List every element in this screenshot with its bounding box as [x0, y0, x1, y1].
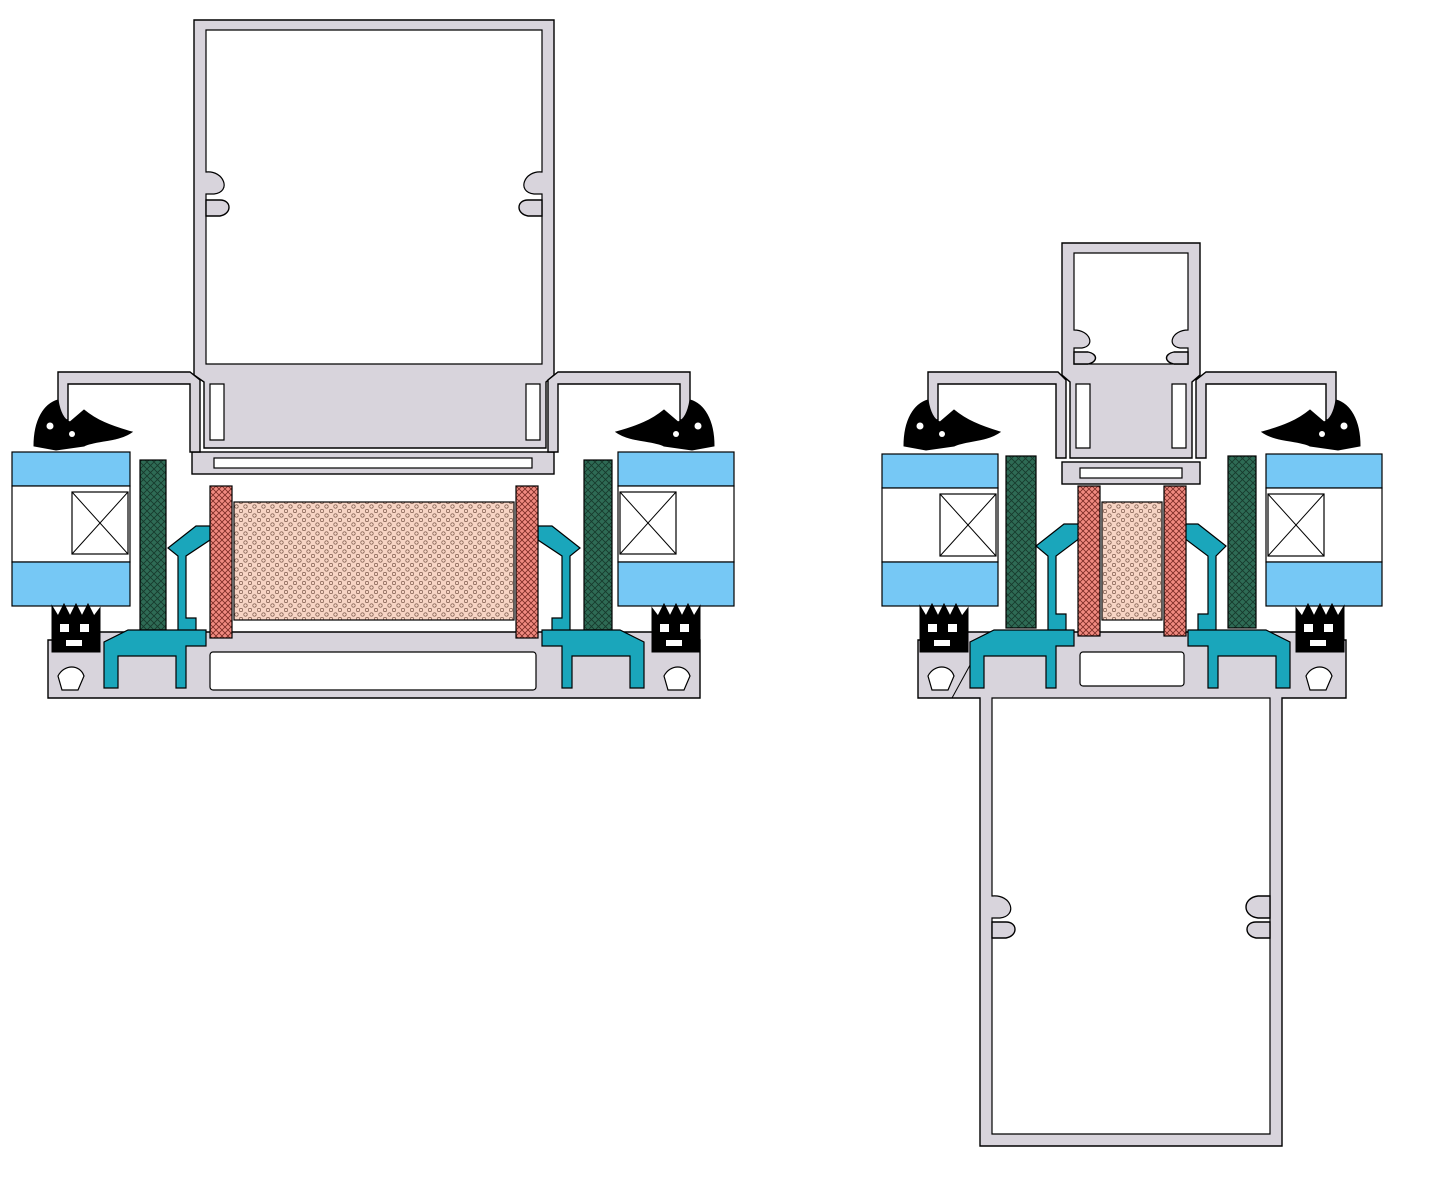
thermal-break-icon: [1183, 523, 1291, 689]
right-spacer-bar: [1227, 455, 1257, 629]
right-spacer-bar: [1005, 455, 1037, 629]
gasket-icon: [51, 602, 101, 653]
left-spacer-bar: [583, 459, 613, 631]
gasket-icon: [1295, 602, 1345, 653]
gasket-icon: [651, 602, 701, 653]
right-section: [881, 242, 1383, 1147]
right-polyamide-strip: [1163, 485, 1187, 637]
thermal-break-icon: [537, 525, 645, 689]
insulating-glass-icon: [881, 453, 999, 607]
right-polyamide-strip: [1077, 485, 1101, 637]
insulating-glass-icon: [1265, 453, 1383, 607]
left-spacer-bar: [139, 459, 167, 631]
insulating-glass-icon: [617, 451, 735, 607]
thermal-break-icon: [969, 523, 1081, 689]
gasket-icon: [903, 399, 1002, 451]
left-polyamide-strip: [515, 485, 539, 639]
left-section: [11, 19, 735, 699]
left-base-profile: [47, 451, 701, 699]
left-polyamide-strip: [209, 485, 233, 639]
right-mullion-tube: [1061, 242, 1201, 459]
left-mullion-tube: [193, 19, 555, 449]
gasket-icon: [1260, 399, 1361, 451]
insulating-glass-icon: [11, 451, 131, 607]
thermal-break-icon: [103, 525, 211, 689]
right-base-profile: [917, 461, 1347, 1147]
gasket-icon: [919, 602, 969, 653]
left-insulation-core: [233, 501, 515, 621]
gasket-icon: [33, 399, 134, 451]
gasket-icon: [614, 399, 715, 451]
right-insulation-core: [1101, 501, 1163, 621]
